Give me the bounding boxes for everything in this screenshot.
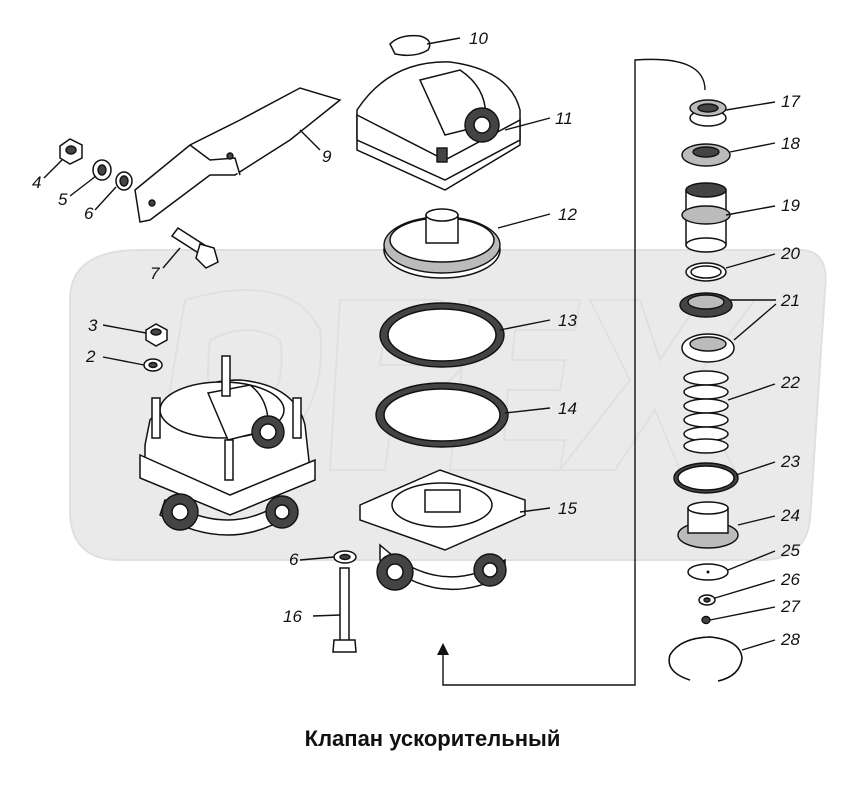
ring-18 (681, 143, 731, 167)
callout-14: 14 (558, 399, 577, 418)
plug-10 (389, 34, 431, 57)
spring-22 (683, 370, 729, 454)
callout-25: 25 (780, 541, 800, 560)
assembly-arrow (437, 58, 706, 686)
callout-numbers: 10 11 9 12 13 14 15 6 16 17 18 19 20 21 … (32, 29, 800, 649)
seal-17 (689, 99, 727, 127)
ring-20 (685, 262, 727, 282)
circlip-28 (668, 636, 743, 682)
seal-21-lower (681, 333, 735, 363)
ring-23 (673, 462, 739, 494)
callout-17: 17 (781, 92, 800, 111)
callout-6-lower: 6 (289, 550, 299, 569)
disk-25 (687, 563, 729, 581)
piston-12 (383, 208, 501, 279)
bolt-16 (332, 567, 357, 653)
callout-7: 7 (150, 264, 160, 283)
assembled-valve (139, 355, 316, 536)
valve-19 (681, 182, 731, 253)
figure-caption: Клапан ускорительный (304, 726, 561, 751)
callout-19: 19 (781, 196, 800, 215)
pin-27 (701, 615, 711, 625)
callout-2: 2 (85, 347, 96, 366)
callout-23: 23 (780, 452, 800, 471)
washer-2 (143, 358, 163, 372)
callout-10: 10 (469, 29, 488, 48)
callout-3: 3 (88, 316, 98, 335)
nut-3 (145, 323, 168, 347)
callout-16: 16 (283, 607, 302, 626)
washer-26 (698, 594, 716, 606)
cover-11 (356, 61, 521, 191)
callout-11: 11 (555, 109, 573, 128)
valve-seat-24 (677, 501, 739, 549)
callout-4: 4 (32, 173, 41, 192)
callout-27: 27 (780, 597, 800, 616)
seal-21-upper (679, 292, 733, 318)
callout-9: 9 (322, 147, 332, 166)
bolt-7 (170, 226, 219, 269)
callout-24: 24 (780, 506, 800, 525)
callout-5: 5 (58, 190, 68, 209)
callout-15: 15 (558, 499, 577, 518)
callout-20: 20 (780, 244, 800, 263)
callout-28: 28 (780, 630, 800, 649)
callout-21: 21 (780, 291, 800, 310)
washer-6-lower (333, 550, 357, 564)
spring-washer-6 (115, 171, 133, 191)
body-15 (359, 469, 526, 591)
callout-18: 18 (781, 134, 800, 153)
callout-13: 13 (558, 311, 577, 330)
gasket-14 (375, 382, 509, 448)
leader-lines (43, 37, 777, 651)
bracket-9 (134, 87, 342, 223)
nut-4 (59, 138, 83, 165)
callout-12: 12 (558, 205, 577, 224)
washer-5 (92, 159, 112, 181)
callout-26: 26 (780, 570, 800, 589)
callout-6-upper: 6 (84, 204, 94, 223)
gasket-13 (379, 302, 505, 368)
callout-22: 22 (780, 373, 800, 392)
